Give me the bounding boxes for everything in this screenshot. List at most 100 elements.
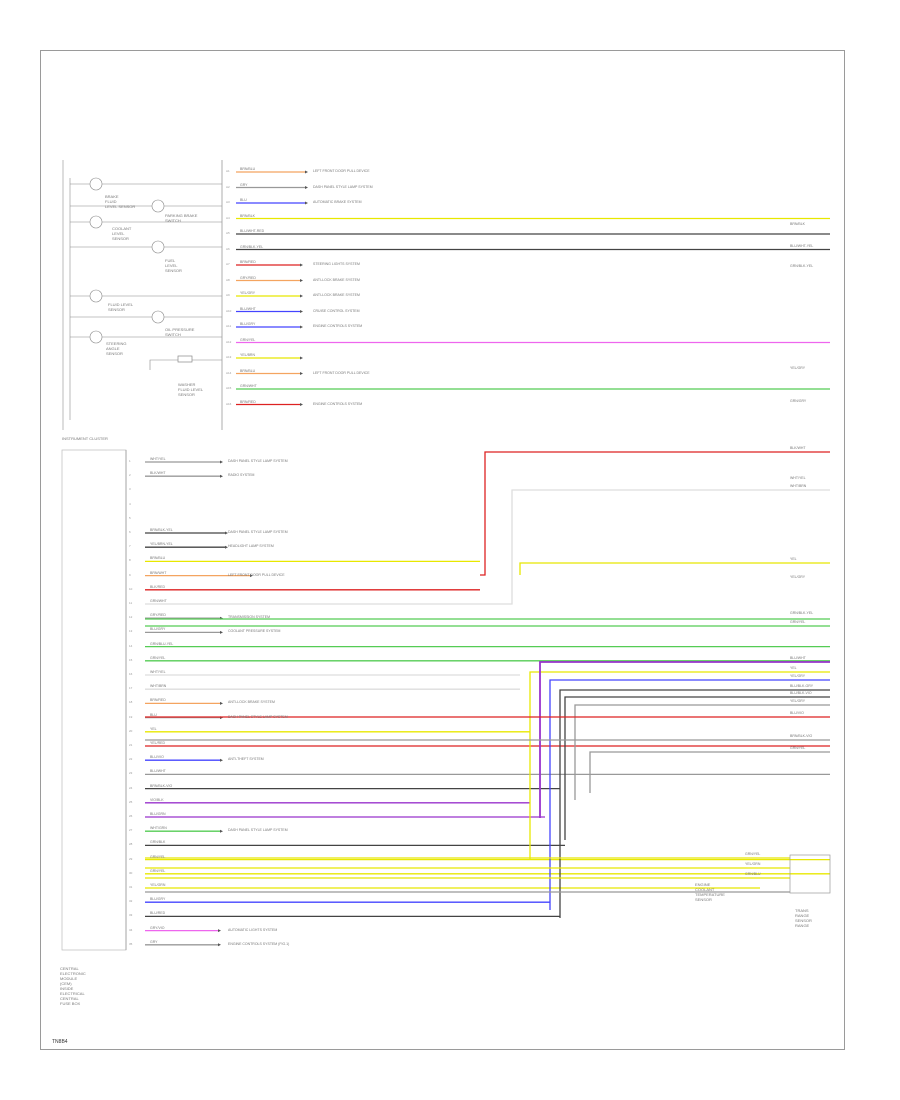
destination-label: ENGINE CONTROLS SYSTEM <box>313 324 363 328</box>
wire <box>564 696 830 840</box>
pin-number: 5 <box>129 515 131 520</box>
pin-number: 18 <box>129 700 133 705</box>
wire-color-label: YEL/RED <box>150 741 165 745</box>
arrow-icon <box>250 574 253 578</box>
wire-color-label: BLU/GRY <box>150 897 166 902</box>
wire-color-label: GRN/WHT <box>240 384 257 388</box>
wire-color-label: BLU/WHT <box>150 769 166 774</box>
wire-color-label: BRN/RED <box>240 260 256 264</box>
pin-number: 20 <box>129 728 133 733</box>
pin-number: 22 <box>129 757 133 762</box>
wire <box>529 671 830 860</box>
arrow-icon <box>220 829 223 833</box>
pin-number: A13 <box>226 355 232 359</box>
destination-label: ANTI-LOCK BRAKE SYSTEM <box>313 277 360 282</box>
trans-range-sensor-box <box>789 854 831 894</box>
pin-number: 9 <box>129 572 131 577</box>
right-wire-label: YEL/GRY <box>790 699 806 703</box>
wire <box>574 704 830 800</box>
sensor-label: BRAKE FLUID LEVEL SENSOR <box>105 194 136 209</box>
sensor-label: OIL PRESSURE SWITCH <box>165 327 195 337</box>
right-wire-label: YEL/GRY <box>790 575 806 579</box>
wire-color-label: GRN/YEL <box>150 655 166 660</box>
arrow-icon <box>305 201 308 205</box>
arrow-icon <box>300 310 303 313</box>
pin-number: 14 <box>129 643 133 648</box>
destination-label: STEERING LIGHTS SYSTEM <box>313 262 360 266</box>
arrow-icon <box>305 170 308 174</box>
wire-color-label: WHT/GRN <box>150 826 167 831</box>
pin-number: A4 <box>226 215 230 220</box>
pin-number: A15 <box>226 386 232 390</box>
destination-label: ENGINE CONTROLS SYSTEM <box>313 401 363 406</box>
right-wire-label: BLK/WHT <box>790 446 806 450</box>
wire <box>539 661 830 818</box>
arrow-icon <box>300 403 303 406</box>
pin-number: 12 <box>129 615 133 620</box>
arrow-icon <box>220 474 223 478</box>
sensor-label: FLUID LEVEL SENSOR <box>108 302 134 312</box>
sensor-lead <box>149 359 178 370</box>
pin-number: 10 <box>129 586 133 591</box>
wire-color-label: YEL/BRN-YEL <box>150 542 173 547</box>
destination-label: RADIO SYSTEM <box>228 473 255 478</box>
wire-color-label: BLK/WHT <box>150 471 166 476</box>
right-wire-label: GRN/YEL <box>790 620 806 624</box>
arrow-icon <box>220 460 223 464</box>
arrow-icon <box>300 263 303 267</box>
wire-color-label: BLU <box>240 198 247 202</box>
pin-number: A2 <box>226 184 230 189</box>
right-wire-label: YEL <box>790 557 797 561</box>
right-wire-label: BRN/BLK-VIO <box>790 734 813 738</box>
wire-color-label: GRN/BLK-YEL <box>240 244 264 249</box>
pin-number: A3 <box>226 200 230 204</box>
destination-label: HEADLIGHT LAMP SYSTEM <box>228 544 274 549</box>
wire-color-label: BRN/WHT <box>150 570 167 575</box>
pin-number: 11 <box>129 601 133 605</box>
wire-color-label: GRY/RED <box>150 613 166 618</box>
arrow-icon <box>300 356 303 360</box>
wire-color-label: GRN/BLK <box>150 840 166 845</box>
right-wire-label: BLU/WHT <box>790 656 806 660</box>
wire-color-label: YEL/GRY <box>240 291 256 295</box>
wire-color-label: VIO/BLK <box>150 797 164 802</box>
pin-number: 21 <box>129 743 133 747</box>
wire-color-label: BRN/BLU <box>240 368 256 373</box>
pin-number: A16 <box>226 401 232 406</box>
pin-number: 34 <box>129 927 133 932</box>
destination-label: ENGINE CONTROLS SYSTEM (FIG.1) <box>228 941 290 946</box>
wire-color-label: BRN/BLU <box>240 167 256 171</box>
wire-color-label: BLU/VIO <box>150 755 164 760</box>
right-wire-label: GRN/BLK-YEL <box>790 264 814 268</box>
pin-number: 3 <box>129 487 131 492</box>
destination-label: LEFT FRONT DOOR PULL DEVICE <box>228 572 285 577</box>
right-wire-label: GRN/YEL <box>745 852 761 856</box>
sensor-label: PARKING BRAKE SWITCH <box>165 213 198 223</box>
right-wire-label: YEL/GRY <box>790 674 806 678</box>
pin-number: 30 <box>129 870 133 875</box>
wire-color-label: YEL/BRN <box>240 353 255 357</box>
sensor-symbol <box>89 177 103 191</box>
arrow-icon <box>225 531 228 535</box>
wire-color-label: GRN/YEL <box>150 854 166 859</box>
destination-label: DASH PANEL STYLE LAMP SYSTEM <box>228 828 288 833</box>
right-wire-label: GRN/GRY <box>790 399 807 403</box>
destination-label: AUTOMATIC BRAKE SYSTEM <box>313 200 362 204</box>
pin-number: A11 <box>226 324 232 328</box>
pin-number: 25 <box>129 799 133 804</box>
right-wire-label: BLU/VIO <box>790 711 804 715</box>
pin-number: 29 <box>129 856 133 861</box>
right-wire-label: BLU/WHT-YEL <box>790 244 814 248</box>
pin-number: A9 <box>226 293 230 297</box>
cem-label: CENTRAL ELECTRONIC MODULE (CEM) INSIDE E… <box>60 966 86 1006</box>
wire-color-label: BLU/GRY <box>150 627 166 632</box>
wire-color-label: BLU/WHT-RED <box>240 229 265 233</box>
wire-color-label: BRN/BLK-YEL <box>150 528 173 532</box>
wire <box>559 689 830 918</box>
pin-number: 33 <box>129 913 133 918</box>
wire <box>549 679 830 910</box>
wire <box>480 451 830 576</box>
destination-label: DASH PANEL STYLE LAMP SYSTEM <box>228 459 288 463</box>
wire-color-label: BRN/BLK-VIO <box>150 783 173 788</box>
pin-number: 4 <box>129 501 131 506</box>
